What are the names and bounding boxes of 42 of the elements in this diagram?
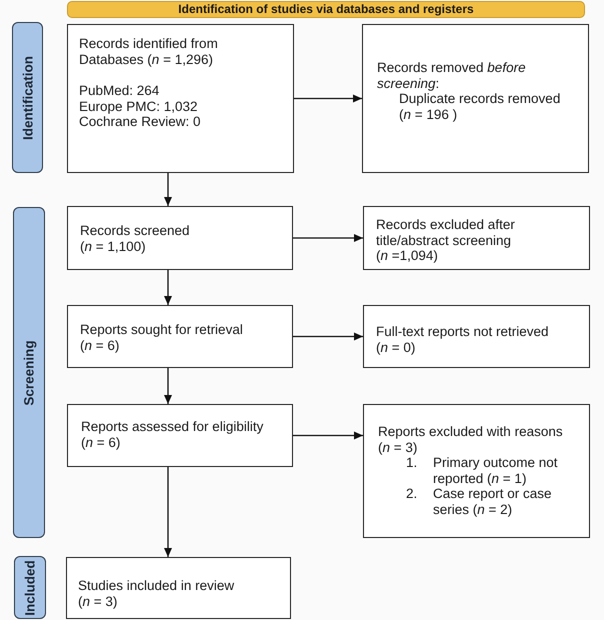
exclusion-box — [363, 206, 590, 270]
stage-label: Screening — [22, 340, 36, 406]
list-item-text: Case report or case series (n = 2) — [433, 486, 553, 517]
step-text: Europe PMC: 1,032 — [79, 98, 198, 114]
stage-label: Identification — [20, 56, 35, 140]
stage-band — [12, 22, 43, 173]
list-item-text: Primary outcome not reported (n = 1) — [433, 455, 559, 486]
exclusion-box — [363, 305, 590, 368]
step-text: Records removed before screening: — [377, 60, 527, 91]
step-text: Records identified from Databases (n = 1,296) — [79, 36, 219, 67]
header-banner — [67, 1, 585, 18]
list-number: 2. — [406, 486, 418, 503]
arrow — [294, 94, 362, 102]
step-text: Cochrane Review: 0 — [79, 114, 201, 130]
exclusion-box — [363, 404, 590, 538]
step-text: Records screened (n = 1,100) — [80, 223, 191, 254]
exclusion-box — [362, 24, 589, 173]
step-text: PubMed: 264 — [79, 83, 160, 98]
process-box — [67, 206, 293, 270]
stage-band — [14, 556, 46, 619]
arrow — [164, 270, 172, 305]
process-box — [67, 24, 294, 173]
banner-title: Identification of studies via databases and registers — [178, 3, 474, 16]
step-text: Reports sought for retrieval (n = 6) — [80, 322, 244, 353]
arrow — [293, 432, 363, 440]
arrow — [293, 234, 363, 242]
process-box — [66, 557, 291, 619]
step-text: Reports excluded with reasons (n = 3) — [378, 424, 564, 455]
arrow — [164, 467, 172, 557]
step-text: Studies included in review (n = 3) — [78, 578, 236, 609]
step-text: Full-text reports not retrieved (n = 0) — [376, 324, 550, 355]
arrow — [293, 332, 363, 340]
stage-label: Included — [22, 560, 38, 616]
arrow — [164, 368, 172, 404]
step-text: Reports assessed for eligibility (n = 6) — [81, 419, 264, 450]
step-text: Records excluded after title/abstract screening (n =1,094) — [376, 217, 516, 264]
arrow — [164, 173, 172, 206]
stage-band — [13, 207, 45, 538]
step-text: Duplicate records removed (n = 196 ) — [399, 91, 562, 122]
process-box — [67, 305, 293, 368]
process-box — [67, 404, 293, 467]
list-number: 1. — [406, 455, 418, 472]
